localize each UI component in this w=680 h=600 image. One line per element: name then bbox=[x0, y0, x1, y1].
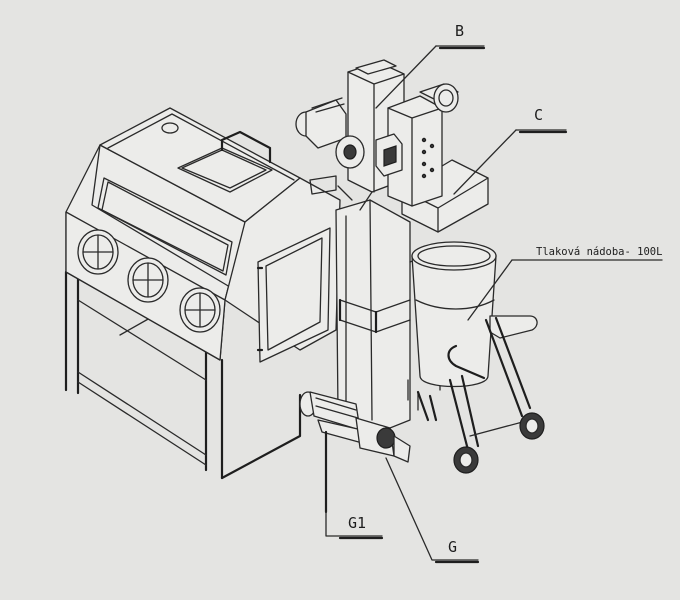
glove-port-right bbox=[179, 287, 221, 333]
callout-g1: G1 bbox=[325, 511, 384, 540]
label-pressure-vessel: Tlaková nádoba- 100L bbox=[536, 246, 662, 258]
top-fan bbox=[433, 83, 459, 113]
callout-c: C bbox=[453, 106, 568, 195]
label-g1: G1 bbox=[348, 514, 366, 532]
pressure-vessel bbox=[411, 241, 497, 388]
label-g: G bbox=[448, 538, 457, 556]
label-c: C bbox=[534, 106, 543, 124]
callout-pressure-vessel: Tlaková nádoba- 100L bbox=[467, 246, 663, 321]
cart-wheel-rear bbox=[519, 412, 545, 440]
blast-cabinet bbox=[64, 107, 341, 480]
label-b: B bbox=[455, 22, 464, 40]
vessel-cart bbox=[416, 315, 545, 474]
gear-assembly bbox=[335, 133, 403, 177]
glove-port-middle bbox=[127, 257, 169, 303]
cart-wheel-front bbox=[453, 446, 479, 474]
motor-top bbox=[295, 97, 347, 149]
lower-motor-g bbox=[355, 417, 411, 463]
lower-drive-g1 bbox=[299, 391, 367, 514]
callout-b: B bbox=[375, 22, 486, 109]
glove-port-left bbox=[77, 229, 119, 275]
callout-g: G bbox=[385, 457, 480, 564]
filter-unit-b bbox=[347, 59, 459, 207]
